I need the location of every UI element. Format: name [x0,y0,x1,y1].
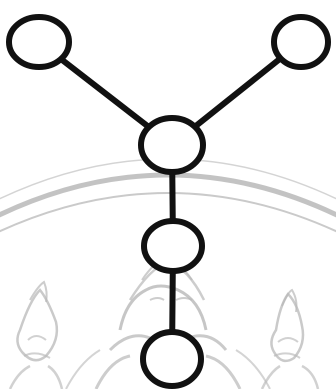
node-leaf-right [274,17,328,67]
edges-layer [39,42,301,359]
node-bottom [143,332,201,386]
node-middle [144,221,202,271]
node-leaf-left [9,17,69,67]
node-hub [141,118,203,172]
